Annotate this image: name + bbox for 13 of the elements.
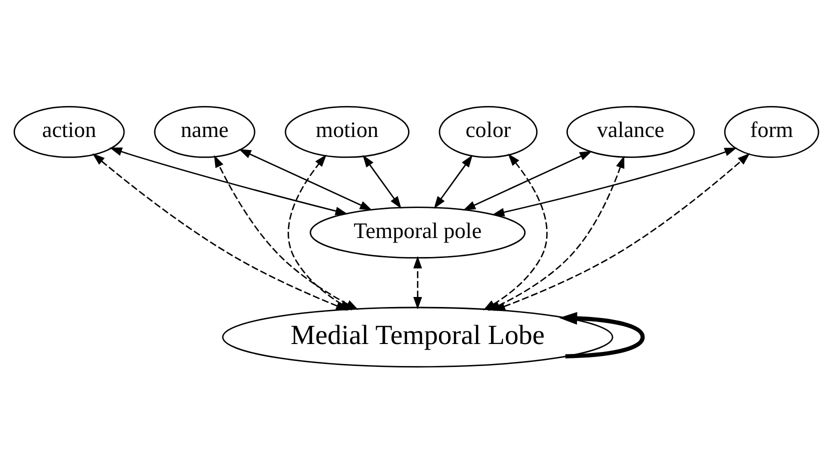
node-ellipse: motion bbox=[284, 106, 410, 158]
arrow bbox=[413, 255, 422, 309]
arrow bbox=[110, 146, 348, 215]
arrow bbox=[463, 150, 592, 210]
node-ellipse: valance bbox=[566, 106, 695, 158]
arrow bbox=[434, 154, 473, 208]
arrow bbox=[492, 147, 738, 216]
arrow bbox=[362, 154, 402, 208]
node-ellipse: color bbox=[438, 106, 538, 158]
arrow bbox=[238, 148, 372, 210]
arrow bbox=[492, 152, 750, 310]
node-ellipse: Medial Temporal Lobe bbox=[222, 306, 614, 367]
arrow bbox=[559, 311, 645, 358]
